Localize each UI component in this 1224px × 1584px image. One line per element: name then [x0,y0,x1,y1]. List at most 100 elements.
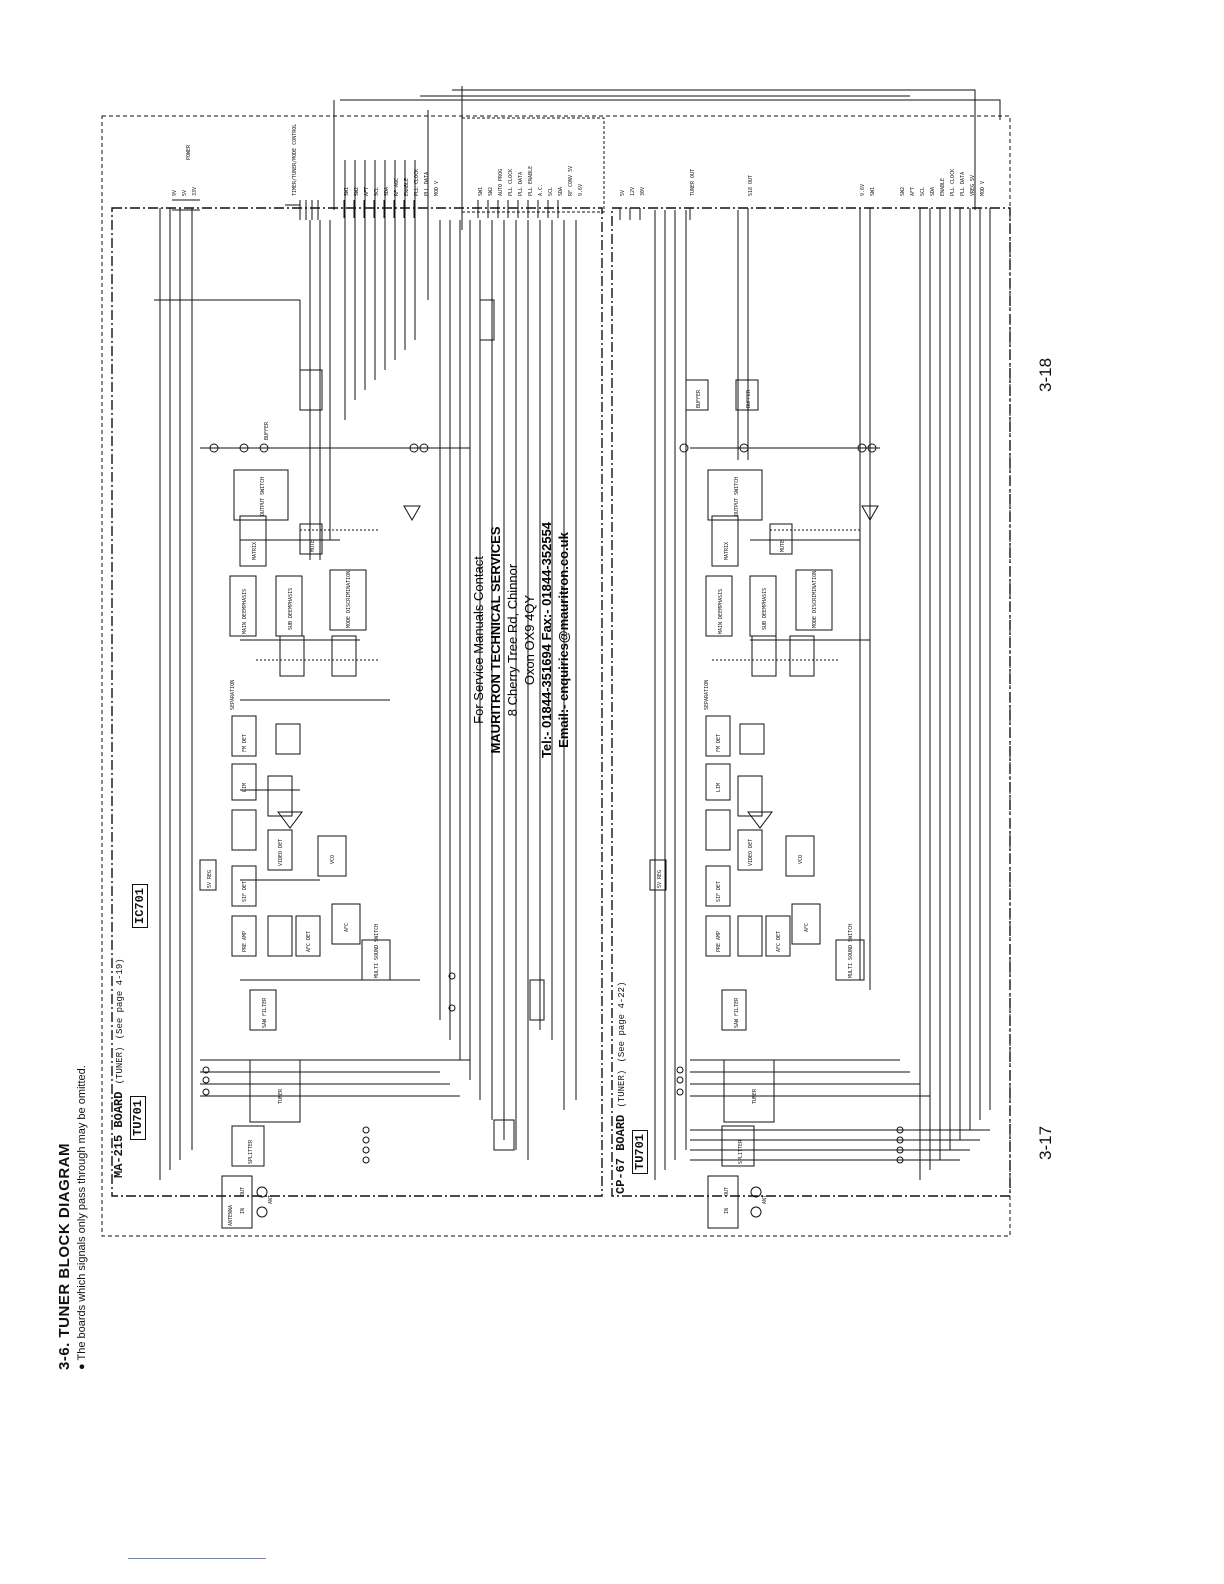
label-cp-1: 12V [630,187,636,196]
output-switch-block-b [707,469,763,521]
label-cp-7: SW2 [900,187,906,196]
label-cp-14: VREG 5V [970,175,976,196]
label-tuner-a: TUNER [278,1088,284,1104]
antenna-block-a [221,1175,253,1229]
label-ctrl-b-6: A.C. [538,184,544,196]
label-fm-det-b: FM DET [716,734,722,752]
label-cp-2: 30V [640,187,646,196]
label-saw-a: SAW FILTER [262,997,268,1028]
label-afc-det-b: AFC DET [776,931,782,952]
label-cp-4: S18 OUT [748,175,754,196]
ant-jack-a1 [256,1186,268,1198]
rf-sel-block-a [529,979,545,1021]
tuner-block-a [249,1059,301,1123]
fm-det-block-a [231,715,257,757]
trap-block-a [267,775,293,817]
reg-block-a [199,859,217,891]
main-deemph-block-a [229,575,257,637]
label-output-b: OUTPUT SWITCH [734,477,740,516]
label-ant-out-a: OUT [240,1187,246,1196]
label-ant-in-a: IN [240,1208,246,1214]
label-ctrl-b-3: PLL CLOCK [508,169,514,196]
mute2-block-a [299,369,323,411]
label-preamp-b: PRE AMP [716,931,722,952]
bus-b [654,210,991,1180]
label-separation-a: SEPARATION [230,680,236,710]
sub-bpf-block-a [279,635,305,677]
label-matrix-b: MATRIX [724,542,730,560]
node-a10 [362,1136,370,1144]
label-power-33v: 33V [192,187,198,196]
label-sif-b: SIF DET [716,881,722,902]
label-cp-6: SW1 [870,187,876,196]
label-ctrl-b-8: SDA [558,187,564,196]
label-main-deemph-b: MAIN DEEMPHASIS [718,589,724,634]
label-ctrl-a-6: ENABLE [404,178,410,196]
label-vco-b: VCO [798,855,804,864]
multi-sound-block-b [835,939,865,981]
splitter-block-b [721,1125,755,1167]
label-cp-5: 9.6V [860,184,866,196]
label-multi-a: MULTI SOUND SWITCH [374,924,380,978]
node-a4 [209,443,219,453]
node-b10 [676,1076,684,1084]
label-control: TIMER/TUNER/MODE CONTROL [292,124,298,196]
amp-triangles-b [747,505,879,829]
label-ctrl-b-10: 9.6V [578,184,584,196]
bus-a-left [154,208,301,1180]
label-cp-12: PLL CLOCK [950,169,956,196]
trap-block-b [737,775,763,817]
node-a2 [202,1076,210,1084]
reg-block-b [649,859,667,891]
ant-jack-a2 [256,1206,268,1218]
label-power: POWER [186,144,192,160]
label-ctrl-b-9: RF CONV 5V [568,166,574,196]
label-fm-det-a: FM DET [242,734,248,752]
label-cp-10: SDA [930,187,936,196]
label-cp-11: ENABLE [940,178,946,196]
connector-pins-b [619,208,991,220]
node-a11 [362,1146,370,1154]
label-splitter-b: SPLITTER [738,1139,744,1164]
node-a3 [202,1088,210,1096]
sub-bpf-block-b [751,635,777,677]
preamp-block-b [705,915,731,957]
label-afc-b: AFC [804,923,810,932]
afc-det-block-a [295,915,321,957]
node-b2 [739,443,749,453]
label-sub-deemph-a: SUB DEEMPHASIS [288,588,294,630]
label-ctrl-b-2: AUTO PROG [498,169,504,196]
cp67-border [611,207,1011,1197]
node-b5 [896,1126,904,1134]
node-b11 [676,1088,684,1096]
node-a13 [448,1004,456,1012]
label-splitter-a: SPLITTER [248,1139,254,1164]
label-ctrl-a-1: SW2 [354,187,360,196]
node-b9 [676,1066,684,1074]
label-ctrl-a-2: AFT [364,187,370,196]
node-a8 [419,443,429,453]
label-afc-det-a: AFC DET [306,931,312,952]
bpf-block-a [231,809,257,851]
sif-block-b [705,865,731,907]
node-b1 [679,443,689,453]
label-ctrl-a-3: SCL [374,187,380,196]
signal-lines-a [200,447,470,1097]
label-ctrl-a-4: SDA [384,187,390,196]
splitter-block-a [231,1125,265,1167]
afc-det-block-b [765,915,791,957]
label-ctrl-a-0: SW1 [344,187,350,196]
video-det-block-b [737,829,763,871]
label-main-deemph-a: MAIN DEEMPHASIS [242,589,248,634]
vco-block-a [317,835,347,877]
matrix-block-a [239,515,267,567]
label-tuner-b: TUNER [752,1088,758,1104]
node-b4 [867,443,877,453]
node-a9 [362,1126,370,1134]
outer-frame [101,115,1011,1237]
label-power-5v: 5V [182,190,188,196]
saw-block-a1 [249,989,277,1031]
label-matrix-a: MATRIX [252,542,258,560]
node-a14 [448,972,456,980]
saw-block-b2 [737,915,763,957]
